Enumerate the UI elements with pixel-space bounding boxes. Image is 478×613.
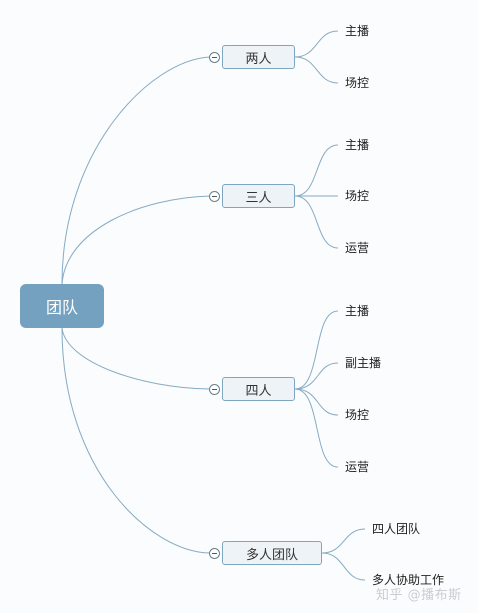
watermark: 知乎 @播布斯 <box>376 588 462 603</box>
collapse-toggle-icon[interactable] <box>209 384 220 395</box>
leaf-node[interactable]: 四人团队 <box>372 522 421 536</box>
leaf-node[interactable]: 多人协助工作 <box>372 573 445 587</box>
link-b3-c1 <box>294 310 339 390</box>
link-b1-c1 <box>294 30 339 58</box>
link-b2-c1 <box>294 144 339 197</box>
leaf-node[interactable]: 运营 <box>345 241 370 255</box>
link-root-branch-1 <box>61 56 211 285</box>
link-b3-c3 <box>294 388 339 416</box>
link-b1-c2 <box>294 56 339 84</box>
link-b4-c2 <box>321 552 366 581</box>
leaf-node[interactable]: 主播 <box>345 304 370 318</box>
branch-node-three-people[interactable]: 三人 <box>222 184 295 208</box>
link-b2-c3 <box>294 195 339 249</box>
leaf-node[interactable]: 主播 <box>345 24 370 38</box>
link-root-branch-2 <box>61 195 211 285</box>
leaf-node[interactable]: 副主播 <box>345 356 382 370</box>
leaf-node[interactable]: 场控 <box>345 76 370 90</box>
link-root-branch-3 <box>61 327 211 390</box>
collapse-toggle-icon[interactable] <box>209 191 220 202</box>
link-b4-c1 <box>321 528 366 554</box>
leaf-node[interactable]: 场控 <box>345 189 370 203</box>
leaf-node[interactable]: 运营 <box>345 460 370 474</box>
collapse-toggle-icon[interactable] <box>209 548 220 559</box>
collapse-toggle-icon[interactable] <box>209 52 220 63</box>
branch-node-multi-team[interactable]: 多人团队 <box>222 541 322 565</box>
link-b3-c4 <box>294 388 339 468</box>
leaf-node[interactable]: 场控 <box>345 408 370 422</box>
root-node[interactable]: 团队 <box>20 284 104 328</box>
branch-node-four-people[interactable]: 四人 <box>222 377 295 401</box>
leaf-node[interactable]: 主播 <box>345 138 370 152</box>
branch-node-two-people[interactable]: 两人 <box>222 45 295 69</box>
link-b3-c2 <box>294 362 339 390</box>
link-root-branch-4 <box>61 327 211 554</box>
